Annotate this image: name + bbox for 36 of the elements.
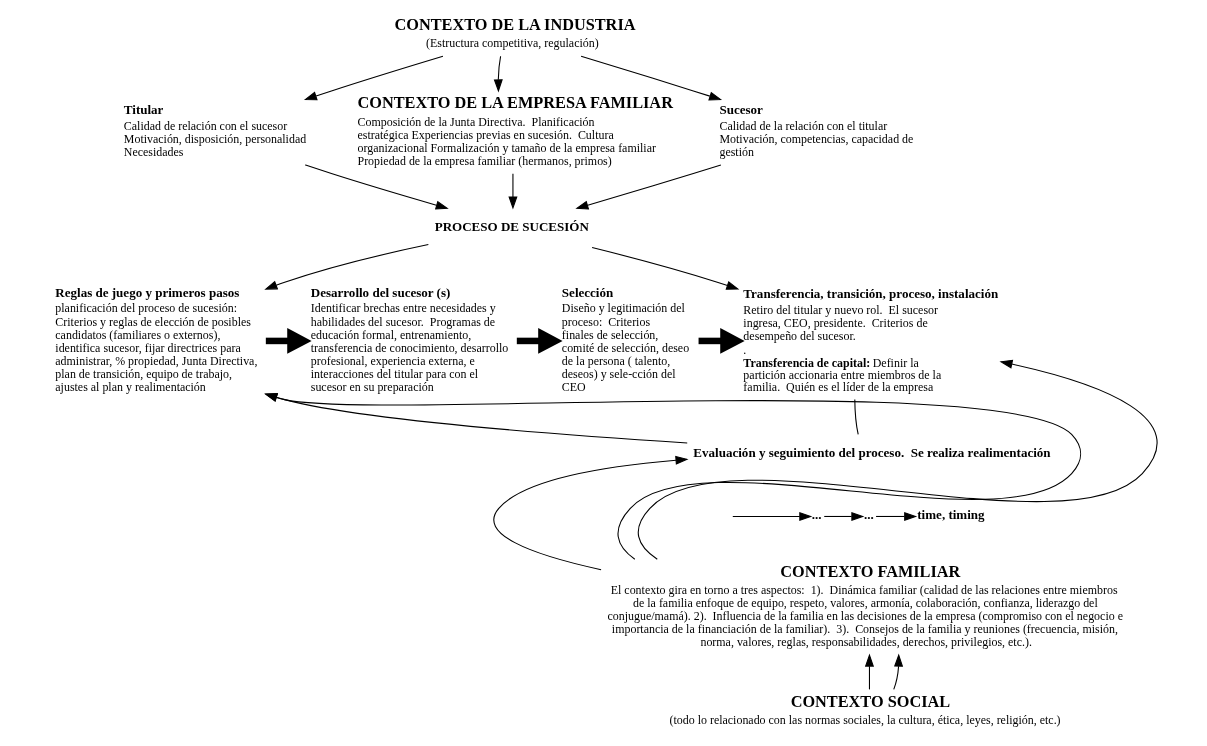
node-text: Transferencia, transición, proceso, instalación Retiro del titular y nuevo rol. El sucesor ingresa, CEO, presidente. Criterios de desempeño del sucesor. . Transferencia de capital: Definir la partición accionaria entre miembros de la familia. Quién es el líder de la empresa xyxy=(743,286,999,394)
arrow xyxy=(875,511,918,522)
node-text: CONTEXTO SOCIAL (todo lo relacionado con las normas sociales, la cultura, ética, leyes, religión, etc.) xyxy=(669,692,1061,728)
arrow xyxy=(508,173,518,210)
node-text: Evaluación y seguimiento del proceso. Se realiza realimentación xyxy=(693,444,1051,460)
arrow xyxy=(304,164,449,210)
arrow xyxy=(698,328,745,354)
node-text: CONTEXTO DE LA EMPRESA FAMILIAR Composición de la Junta Directiva. Planificación estratégica Experiencias previas en sucesión. Cultura organizacional Formalización y tamaño de la empresa familiar Propiedad de la empresa familiar (hermanos, primos) xyxy=(357,93,673,168)
node-text: CONTEXTO DE LA INDUSTRIA (Estructura competitiva, regulación) xyxy=(394,15,636,51)
arrow xyxy=(264,393,1082,560)
node-text: Selección Diseño y legitimación del proceso: Criterios finales de selección, comité de selección, deseo de la persona ( talento, deseos) y sele-cción del CEO xyxy=(561,285,690,394)
node-text: CONTEXTO FAMILIAR El contexto gira en torno a tres aspectos: 1). Dinámica familiar (calidad de las relaciones entre miembros de la familia enfoque de equipo, respeto, valores, armonía, colaboración, confianza, liderazgo del conjugue/mamá). 2). Influencia de la familia en las decisiones de la empresa (compromiso con el negocio e importancia de la financiación de la familiar). 3). Consejos de la familia y reuniones (frecuencia, misión, norma, valores, reglas, responsabilidades, derechos, privilegios, etc.). xyxy=(607,561,1123,650)
arrow xyxy=(580,55,723,101)
node-text: Titular Calidad de relación con el sucesor Motivación, disposición, personalidad Necesidades xyxy=(123,102,307,159)
connector xyxy=(854,398,859,435)
node-text: Desarrollo del sucesor (s) Identificar brechas entre necesidades y habilidades del sucesor. Programas de educación formal, entrenamiento, transferencia de conocimiento, desarrollo profesional, experiencia externa, e interacciones del titular para con el sucesor en su preparación xyxy=(310,285,509,394)
arrow xyxy=(264,244,429,290)
node-text: Sucesor Calidad de la relación con el titular Motivación, competencias, capacidad de gestión xyxy=(719,102,914,159)
arrow xyxy=(637,359,1158,560)
arrow xyxy=(732,511,813,522)
node-text: Reglas de juego y primeros pasos planificación del proceso de sucesión: Criterios y reglas de elección de posibles candidatos (familiares o externos), identifica sucesor, fijar directrices para administrar, % propiedad, Junta Directiva, plan de transición, equipo de trabajo, ajustes al plan y realimentación xyxy=(55,285,258,394)
node-text: PROCESO DE SUCESIÓN xyxy=(434,218,589,234)
arrow xyxy=(264,393,688,444)
arrow xyxy=(265,328,312,354)
arrow xyxy=(893,653,904,690)
arrow xyxy=(493,55,503,93)
node-text: ... xyxy=(811,507,822,523)
arrow xyxy=(864,653,875,690)
arrow xyxy=(591,246,740,290)
arrow xyxy=(823,511,865,522)
node-text: ... xyxy=(864,507,874,523)
node-text: time, timing xyxy=(917,507,985,523)
arrow xyxy=(493,455,689,571)
arrow xyxy=(303,55,444,101)
arrow xyxy=(516,328,563,354)
arrow xyxy=(575,164,722,210)
